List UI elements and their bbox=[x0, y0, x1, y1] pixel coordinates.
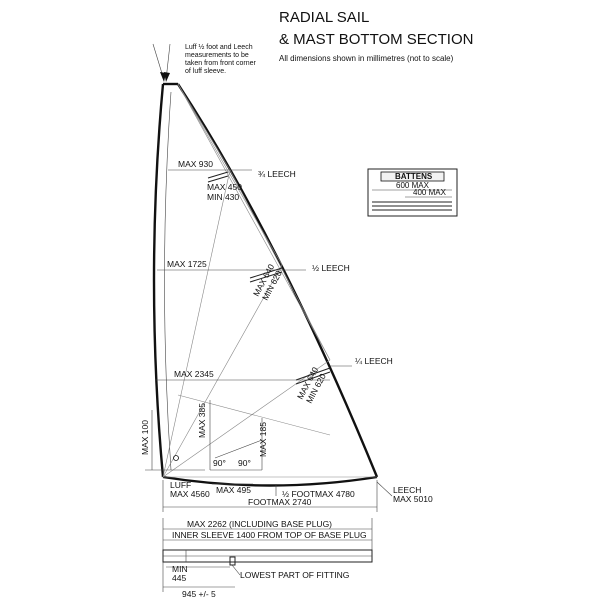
label-max-1725: MAX 1725 bbox=[167, 259, 207, 269]
label-inner-sleeve: INNER SLEEVE 1400 FROM TOP OF BASE PLUG bbox=[172, 530, 367, 540]
note-line2: measurements to be bbox=[185, 52, 249, 59]
battens-max-short: 400 MAX bbox=[413, 188, 447, 197]
note-line3: taken from front corner bbox=[185, 60, 256, 67]
lower-dimension-lines bbox=[145, 400, 263, 471]
label-max-930: MAX 930 bbox=[178, 159, 213, 169]
battens-inset bbox=[367, 168, 458, 217]
label-max-495: MAX 495 bbox=[216, 485, 251, 495]
note-line1: Luff ½ foot and Leech bbox=[185, 43, 253, 51]
battens-title: BATTENS bbox=[395, 172, 433, 181]
label-lowest-part: LOWEST PART OF FITTING bbox=[240, 570, 349, 580]
label-three-quarter-leech: ¾ LEECH bbox=[258, 169, 296, 179]
label-max-385: MAX 385 bbox=[197, 403, 207, 438]
title-line2: & MAST BOTTOM SECTION bbox=[279, 31, 473, 48]
note-line4: of luff sleeve. bbox=[185, 68, 226, 75]
battens-max-long: 600 MAX bbox=[396, 181, 430, 190]
label-angle-1: 90° bbox=[213, 458, 226, 468]
label-max-2345: MAX 2345 bbox=[174, 369, 214, 379]
label-leech-max: MAX 5010 bbox=[393, 494, 433, 504]
label-half-leech: ½ LEECH bbox=[312, 263, 350, 273]
label-max-2262: MAX 2262 (INCLUDING BASE PLUG) bbox=[187, 519, 332, 529]
batten-pockets bbox=[207, 171, 331, 385]
label-min-430: MIN 430 bbox=[207, 192, 239, 202]
label-luff-max: MAX 4560 bbox=[170, 489, 210, 499]
title-line1: RADIAL SAIL bbox=[279, 9, 369, 26]
head-arrows bbox=[152, 43, 171, 82]
label-half-foot: ½ FOOTMAX 4780 bbox=[282, 489, 355, 499]
sail-diagonals bbox=[162, 83, 377, 478]
label-leech: LEECH bbox=[393, 485, 421, 495]
label-min: MIN bbox=[172, 564, 188, 574]
label-quarter-leech: ¼ LEECH bbox=[355, 356, 393, 366]
label-angle-2: 90° bbox=[238, 458, 251, 468]
label-luff: LUFF bbox=[170, 480, 191, 490]
label-max-185: MAX 185 bbox=[258, 422, 268, 457]
label-max-450: MAX 450 bbox=[207, 182, 242, 192]
mast-section bbox=[162, 518, 373, 592]
subtitle: All dimensions shown in millimetres (not… bbox=[279, 54, 454, 63]
foot-dimension bbox=[162, 480, 393, 512]
label-max-100: MAX 100 bbox=[140, 420, 150, 455]
width-lines bbox=[155, 169, 352, 381]
label-foot: FOOTMAX 2740 bbox=[248, 497, 312, 507]
label-min-value: 445 bbox=[172, 573, 186, 583]
sail-outline bbox=[152, 82, 379, 487]
label-bottom-dim: 945 +/- 5 bbox=[182, 589, 216, 599]
